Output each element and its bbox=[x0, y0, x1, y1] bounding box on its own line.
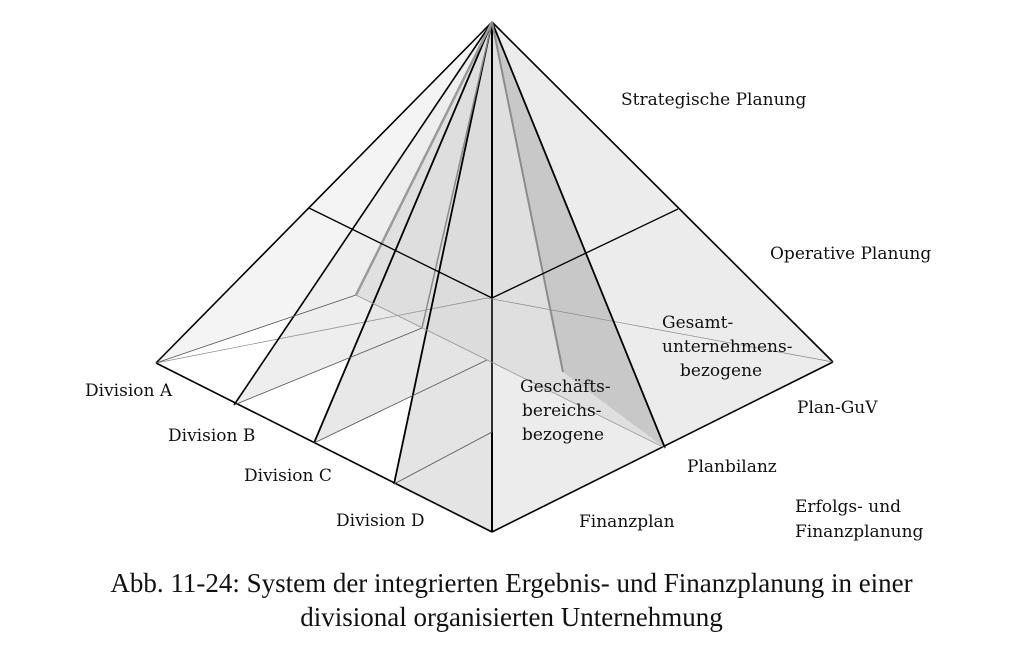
label-division-a: Division A bbox=[85, 381, 173, 401]
label-finanzplan: Finanzplan bbox=[579, 512, 675, 532]
label-strategic: Strategische Planung bbox=[621, 90, 806, 110]
slab-a-back bbox=[155, 294, 357, 364]
label-division-c: Division C bbox=[244, 466, 332, 486]
divider-c bbox=[313, 21, 493, 444]
label-overall-1: Gesamt- bbox=[662, 313, 733, 333]
label-efp-2: Finanzplanung bbox=[795, 522, 924, 542]
diagram-labels: Strategische Planung Operative Planung G… bbox=[85, 90, 931, 542]
divider-b bbox=[233, 21, 493, 406]
band-edge bbox=[355, 294, 666, 449]
label-business-3: bezogene bbox=[522, 425, 604, 445]
label-overall-2: unternehmens- bbox=[662, 337, 792, 357]
label-business-1: Geschäfts- bbox=[520, 377, 611, 397]
label-overall-3: bezogene bbox=[680, 361, 762, 381]
label-operative: Operative Planung bbox=[770, 244, 931, 264]
caption-line-2: divisional organisierten Unternehmung bbox=[300, 602, 723, 632]
figure-caption: Abb. 11-24: System der integrierten Erge… bbox=[0, 566, 1023, 634]
label-plan-guv: Plan-GuV bbox=[797, 398, 878, 418]
divider-d bbox=[393, 21, 493, 485]
caption-line-1: Abb. 11-24: System der integrierten Erge… bbox=[110, 568, 913, 598]
divider-right bbox=[491, 21, 666, 449]
edge-right bbox=[491, 21, 834, 363]
pyramid-lines bbox=[155, 21, 834, 533]
pyramid-diagram: Strategische Planung Operative Planung G… bbox=[85, 21, 931, 542]
slab-b-back bbox=[233, 327, 423, 406]
label-efp-1: Erfolgs- und bbox=[795, 497, 901, 517]
label-planbilanz: Planbilanz bbox=[687, 457, 777, 477]
label-division-d: Division D bbox=[336, 511, 425, 531]
slab-d-back bbox=[393, 431, 493, 485]
base-left bbox=[155, 362, 493, 533]
edge-left bbox=[155, 21, 493, 364]
label-division-b: Division B bbox=[168, 426, 255, 446]
ridge-a bbox=[354, 21, 494, 296]
label-business-2: bereichs- bbox=[522, 401, 602, 421]
ridge-b bbox=[421, 21, 493, 329]
ridge-right bbox=[491, 21, 564, 373]
slab-c-back bbox=[313, 359, 488, 444]
back-base-right bbox=[486, 297, 834, 363]
